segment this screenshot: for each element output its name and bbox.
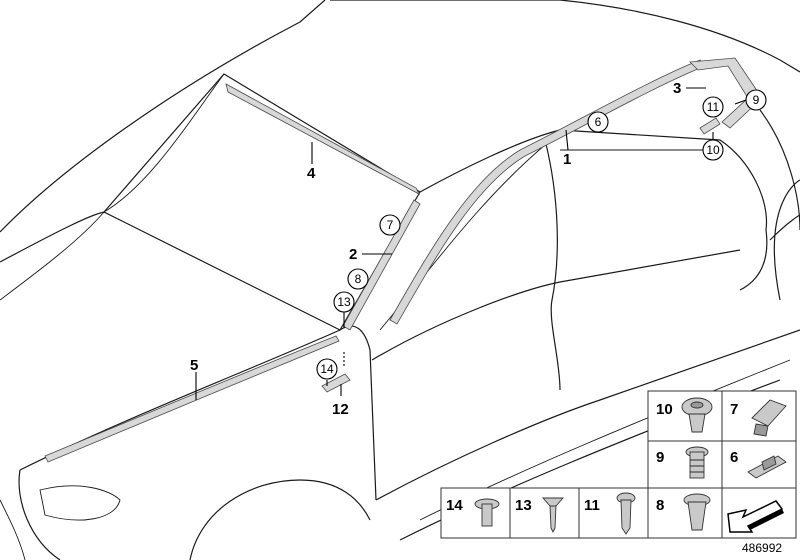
diagram-id: 486992 [742, 541, 782, 555]
countersunk-screw-icon [542, 497, 564, 534]
svg-text:13: 13 [337, 295, 351, 309]
circled-callout-13: 13 [333, 291, 355, 313]
parts-legend: 10 7 9 [440, 390, 797, 539]
trim-mouldings [44, 57, 763, 463]
moulding-clip-icon [751, 399, 787, 437]
svg-text:11: 11 [707, 100, 720, 114]
svg-text:14: 14 [446, 497, 463, 514]
bracket-clip-icon [747, 455, 787, 479]
legend-cell-11: 11 [578, 487, 649, 539]
legend-cell-9: 9 [647, 440, 723, 489]
svg-text:8: 8 [355, 272, 362, 286]
svg-text:10: 10 [706, 143, 720, 157]
svg-text:8: 8 [656, 497, 664, 514]
legend-cell-14: 14 [440, 487, 511, 539]
push-clip-icon [681, 397, 713, 433]
svg-text:10: 10 [656, 401, 673, 418]
svg-text:11: 11 [584, 497, 600, 514]
pan-head-screw-icon [616, 492, 636, 535]
callout-5: 5 [190, 357, 198, 374]
legend-cell-8: 8 [647, 487, 723, 539]
callout-12: 12 [332, 401, 349, 418]
svg-text:7: 7 [387, 218, 394, 232]
callout-1: 1 [563, 151, 571, 168]
leader-lines [195, 87, 747, 400]
direction-arrow-icon [727, 500, 784, 533]
legend-cell-7: 7 [721, 390, 797, 442]
svg-text:14: 14 [320, 362, 334, 376]
callout-labels: 1 2 3 4 5 12 [190, 80, 681, 418]
circled-callout-10: 10 [702, 139, 724, 161]
circled-callout-14: 14 [316, 358, 338, 380]
legend-cell-arrow [721, 487, 797, 539]
svg-text:13: 13 [515, 497, 532, 514]
legend-cell-13: 13 [509, 487, 580, 539]
circled-callout-11: 11 [702, 96, 724, 118]
svg-text:9: 9 [656, 449, 664, 466]
svg-text:9: 9 [753, 93, 760, 107]
circled-callout-8: 8 [347, 268, 369, 290]
legend-cell-10: 10 [647, 390, 723, 442]
expansion-nut-icon [683, 493, 711, 531]
legend-cell-6: 6 [721, 440, 797, 489]
svg-text:6: 6 [595, 115, 602, 129]
callout-4: 4 [307, 165, 316, 182]
circled-callout-7: 7 [379, 214, 401, 236]
callout-3: 3 [673, 80, 681, 97]
circled-callout-9: 9 [745, 89, 767, 111]
svg-text:6: 6 [730, 449, 738, 466]
circled-callout-6: 6 [587, 111, 609, 133]
torx-button-screw-icon [474, 498, 500, 527]
circled-callouts: 6 7 8 9 10 11 13 14 [316, 89, 767, 380]
callout-2: 2 [349, 246, 357, 263]
screw-plug-icon [685, 446, 709, 479]
svg-text:7: 7 [730, 401, 738, 418]
